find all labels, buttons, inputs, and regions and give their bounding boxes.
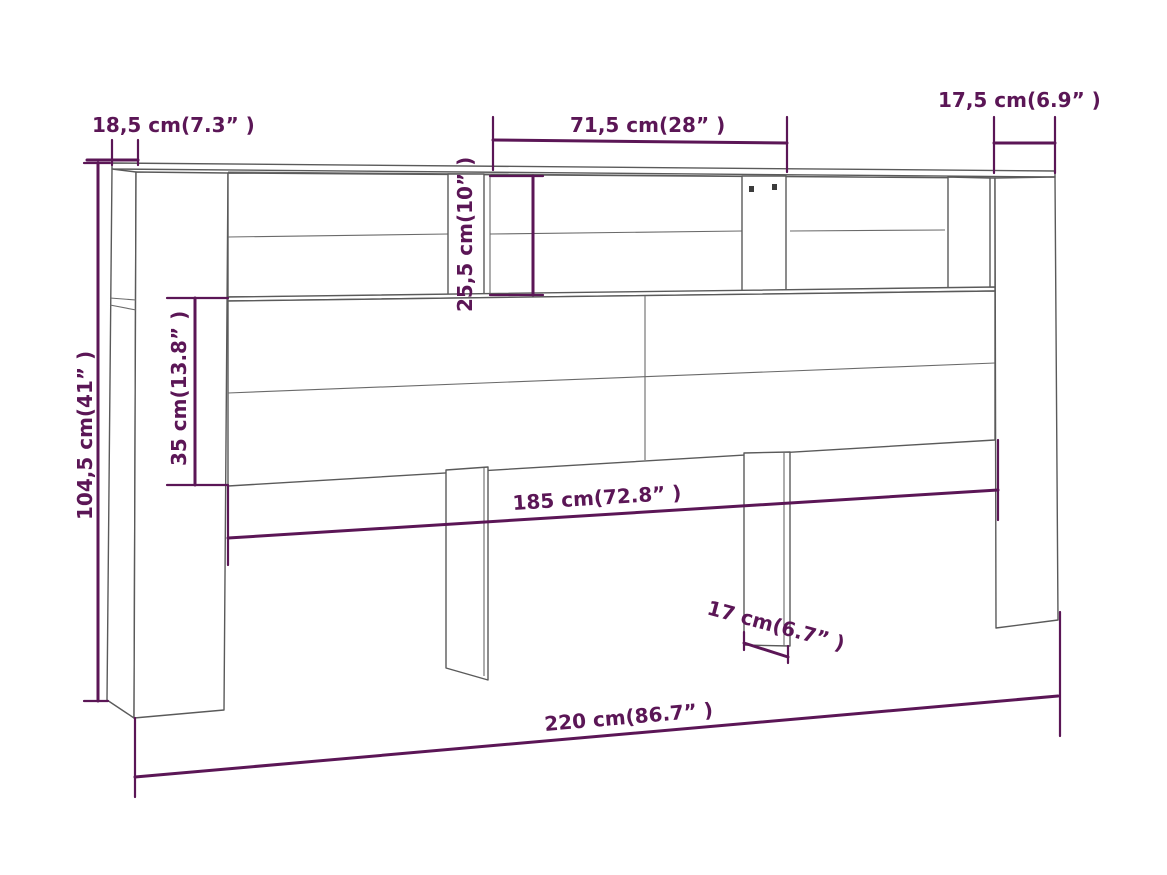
label-top-right-depth: 17,5 cm(6.9” ) (938, 88, 1101, 112)
left-cabinet-side (106, 168, 137, 719)
label-total-width: 220 cm(86.7” ) (543, 698, 714, 736)
label-total-height: 104,5 cm(41” ) (73, 351, 97, 520)
mount-hole-left (749, 186, 754, 192)
label-shelf-height: 25,5 cm(10” ) (453, 157, 477, 312)
left-cabinet-front (133, 171, 229, 719)
shelf-divider-3 (947, 176, 991, 289)
dimension-lines (82, 115, 1062, 799)
mount-hole-right (772, 184, 777, 190)
shelf-divider-2 (741, 175, 787, 292)
leg-left (445, 466, 489, 681)
right-cabinet-front (994, 176, 1059, 629)
label-top-center-width: 71,5 cm(28” ) (570, 113, 725, 137)
leg-right (743, 451, 791, 647)
label-panel-height: 35 cm(13.8” ) (167, 311, 191, 466)
label-top-left-depth: 18,5 cm(7.3” ) (92, 113, 255, 137)
headboard-outline (106, 162, 1059, 719)
